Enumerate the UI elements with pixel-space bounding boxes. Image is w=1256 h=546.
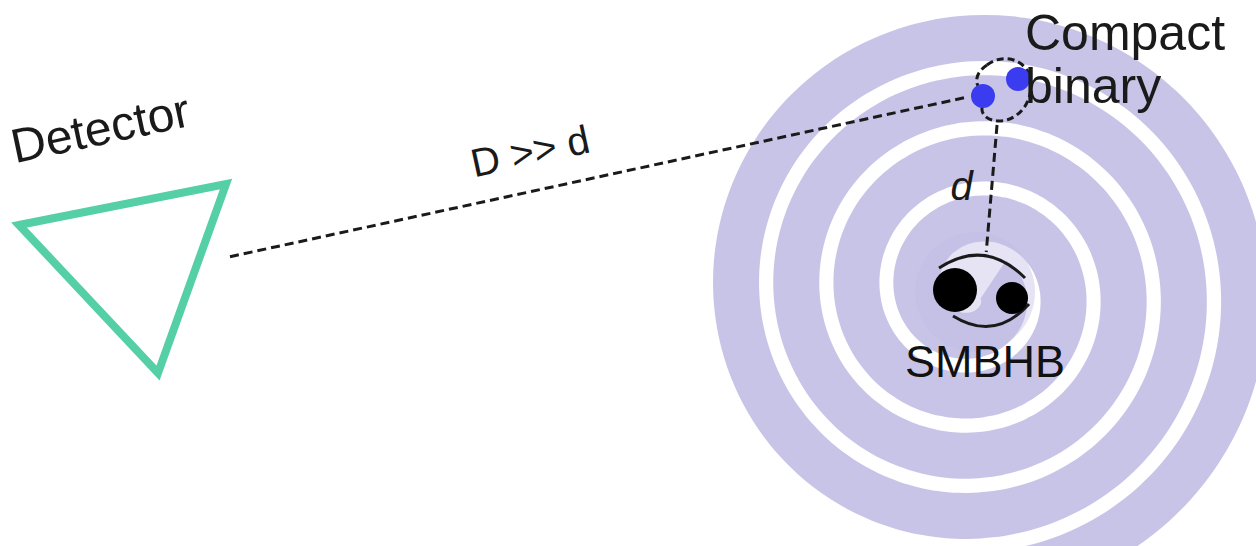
- compact-object: [971, 84, 995, 108]
- diagram-node: SMBHB: [925, 252, 1040, 340]
- diagram-node: Detector: [15, 180, 230, 380]
- node-label: Detector: [7, 85, 195, 172]
- diagram-node: Compact binary: [965, 55, 1035, 125]
- edge-label: d: [951, 166, 973, 206]
- node-icon: [925, 252, 1040, 340]
- node-icon: [15, 180, 230, 380]
- dashed-connector: [230, 98, 965, 257]
- orbit-loop: [977, 65, 987, 87]
- spiral-arm: [736, 38, 1244, 546]
- node-icon: [965, 55, 1035, 125]
- detector-triangle: [19, 184, 226, 373]
- black-hole: [996, 282, 1028, 314]
- node-label: SMBHB: [905, 338, 1060, 385]
- edge-label: D >> d: [467, 119, 593, 184]
- node-label: Compact binary: [1025, 7, 1240, 112]
- dashed-connector: [986, 125, 997, 252]
- black-hole: [933, 268, 977, 312]
